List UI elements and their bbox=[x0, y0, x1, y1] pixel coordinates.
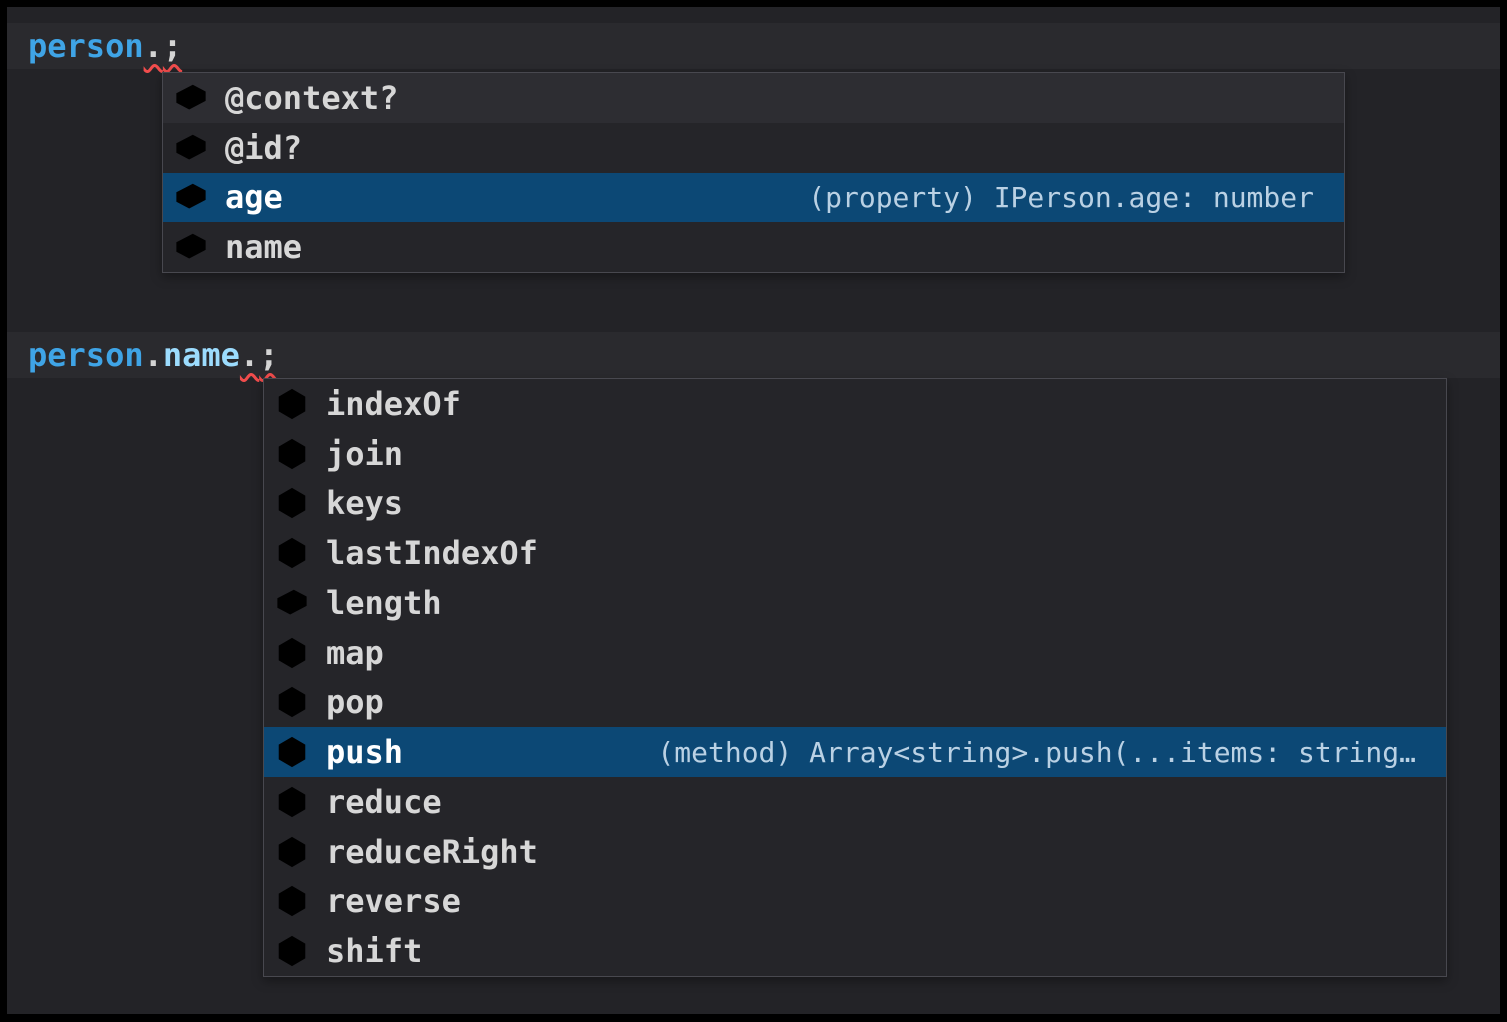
suggestion-label: keys bbox=[326, 484, 404, 523]
symbol-method-icon bbox=[274, 933, 310, 969]
code-token-semicolon-error: ; bbox=[162, 27, 183, 65]
suggestion-label: push bbox=[326, 733, 404, 772]
symbol-method-icon bbox=[274, 386, 310, 422]
symbol-method-icon bbox=[274, 834, 310, 870]
suggestion-label: pop bbox=[326, 683, 384, 722]
suggestion-item-reduceright[interactable]: reduceRight bbox=[264, 827, 1446, 877]
suggestion-item-indexof[interactable]: indexOf bbox=[264, 379, 1446, 429]
suggestion-item-keys[interactable]: keys bbox=[264, 479, 1446, 529]
code-editor[interactable]: person.; person.name.; @context? @id? ag… bbox=[7, 7, 1500, 1014]
symbol-method-icon bbox=[274, 436, 310, 472]
suggestion-label: map bbox=[326, 633, 384, 672]
code-token-property: name bbox=[162, 336, 240, 374]
suggestion-label: indexOf bbox=[326, 384, 461, 423]
code-token-dot-error: . bbox=[239, 336, 260, 374]
symbol-method-icon bbox=[274, 784, 310, 820]
suggest-widget-name: indexOf join keys lastIndexOf length map bbox=[263, 378, 1447, 977]
symbol-method-icon bbox=[274, 684, 310, 720]
symbol-field-icon bbox=[173, 80, 209, 116]
suggestion-label: join bbox=[326, 434, 404, 473]
current-line-highlight bbox=[7, 332, 1500, 378]
suggestion-label: length bbox=[326, 583, 442, 622]
code-token-variable: person bbox=[28, 27, 144, 65]
suggestion-label: reduce bbox=[326, 782, 442, 821]
suggestion-label: name bbox=[225, 228, 303, 267]
suggestion-item-map[interactable]: map bbox=[264, 628, 1446, 678]
code-line-person: person.; bbox=[28, 23, 182, 69]
suggestion-item-shift[interactable]: shift bbox=[264, 926, 1446, 976]
code-token-semicolon-error: ; bbox=[259, 336, 279, 374]
suggestion-label: reduceRight bbox=[326, 832, 538, 871]
suggestion-item-context[interactable]: @context? bbox=[163, 73, 1344, 123]
suggestion-label: shift bbox=[326, 932, 423, 971]
symbol-field-icon bbox=[173, 130, 209, 166]
suggestion-label: age bbox=[225, 178, 283, 217]
symbol-method-icon bbox=[274, 883, 310, 919]
symbol-method-icon bbox=[274, 535, 310, 571]
code-token-dot-error: . bbox=[143, 27, 163, 65]
symbol-field-icon bbox=[274, 585, 310, 621]
symbol-field-icon bbox=[173, 229, 209, 265]
suggestion-item-lastindexof[interactable]: lastIndexOf bbox=[264, 528, 1446, 578]
suggest-widget-person: @context? @id? age (property) IPerson.ag… bbox=[162, 72, 1345, 273]
suggestion-label: lastIndexOf bbox=[326, 534, 538, 573]
suggestion-label: reverse bbox=[326, 882, 461, 921]
suggestion-label: @context? bbox=[225, 78, 399, 117]
suggestion-item-pop[interactable]: pop bbox=[264, 678, 1446, 728]
code-token-variable: person bbox=[28, 336, 144, 374]
symbol-method-icon bbox=[274, 485, 310, 521]
symbol-method-icon bbox=[274, 734, 310, 770]
suggestion-detail: (method) Array<string>.push(...items: st… bbox=[657, 735, 1416, 769]
suggestion-detail: (property) IPerson.age: number bbox=[808, 180, 1314, 214]
suggestion-label: @id? bbox=[225, 128, 303, 167]
code-token-dot: . bbox=[143, 336, 163, 374]
suggestion-item-length[interactable]: length bbox=[264, 578, 1446, 628]
suggestion-item-reverse[interactable]: reverse bbox=[264, 877, 1446, 927]
symbol-method-icon bbox=[274, 635, 310, 671]
suggestion-item-push-selected[interactable]: push (method) Array<string>.push(...item… bbox=[264, 727, 1446, 777]
suggestion-item-reduce[interactable]: reduce bbox=[264, 777, 1446, 827]
suggestion-item-age-selected[interactable]: age (property) IPerson.age: number bbox=[163, 172, 1344, 223]
code-line-person-name: person.name.; bbox=[28, 332, 278, 378]
current-line-highlight bbox=[7, 23, 1500, 69]
symbol-field-icon bbox=[173, 179, 209, 215]
suggestion-item-name[interactable]: name bbox=[163, 222, 1344, 272]
suggestion-item-join[interactable]: join bbox=[264, 429, 1446, 479]
suggestion-item-id[interactable]: @id? bbox=[163, 123, 1344, 173]
